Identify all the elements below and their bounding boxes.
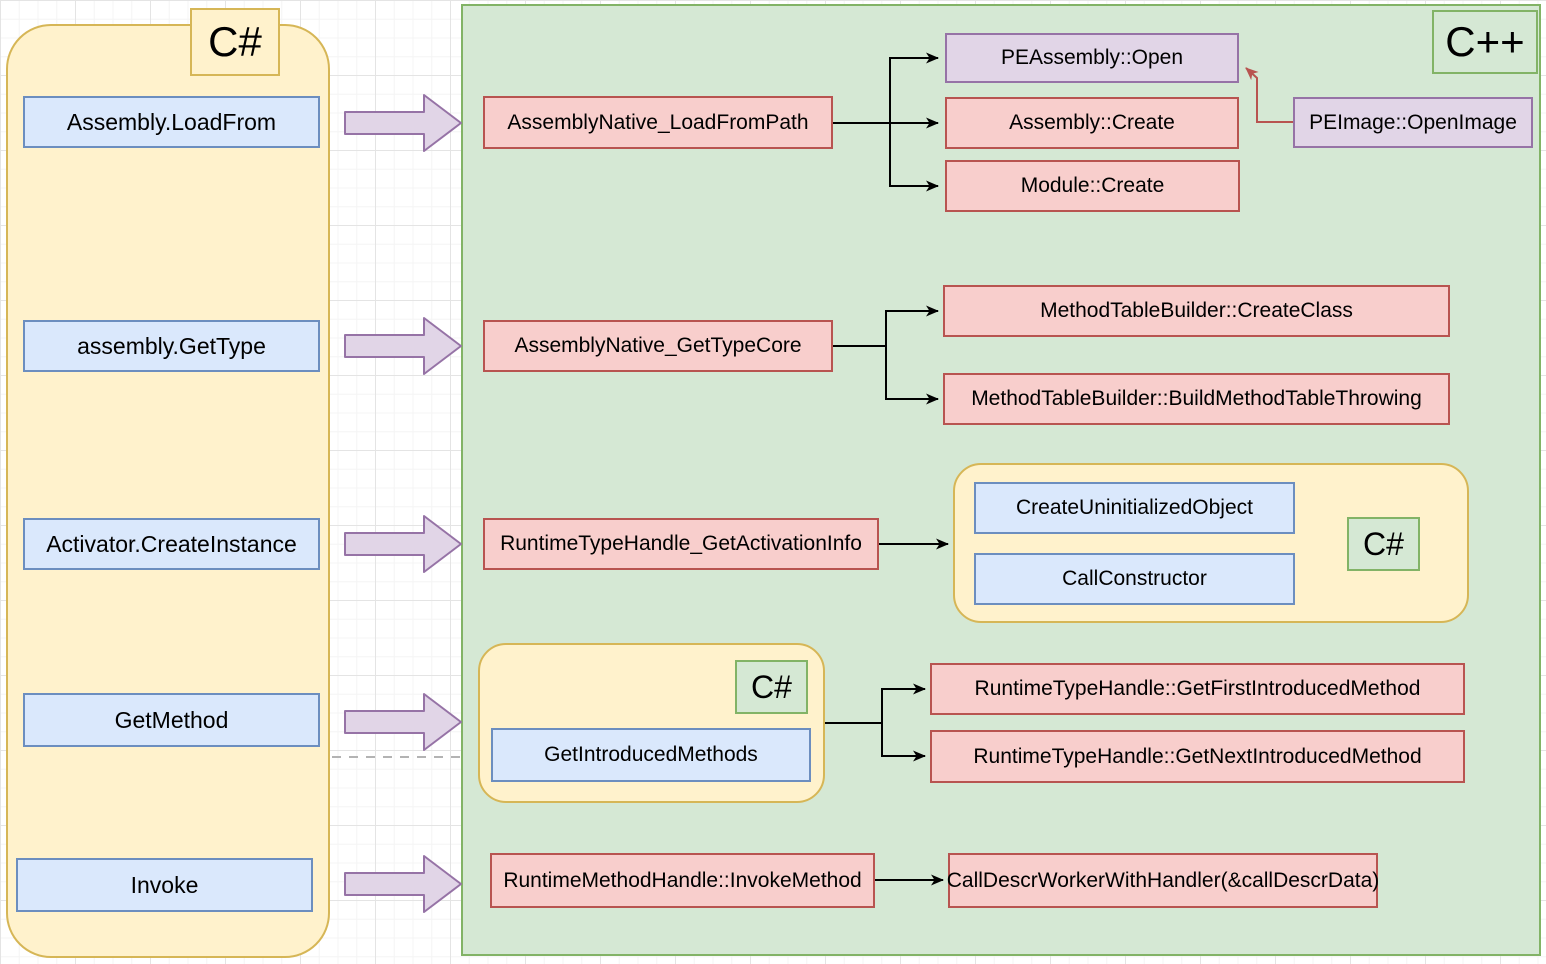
- csharp-panel-title: C#: [190, 8, 280, 76]
- node-runtimemethodhandle-invokemethod: RuntimeMethodHandle::InvokeMethod: [490, 853, 875, 908]
- cpp-panel-title: C++: [1432, 10, 1538, 74]
- csharp-panel: [6, 24, 330, 958]
- node-getmethod: GetMethod: [23, 693, 320, 747]
- node-callconstructor: CallConstructor: [974, 553, 1295, 605]
- node-createuninitializedobject: CreateUninitializedObject: [974, 482, 1295, 534]
- node-methodtablebuilder-createclass: MethodTableBuilder::CreateClass: [943, 285, 1450, 337]
- node-runtimetypehandle-getactivationinfo: RuntimeTypeHandle_GetActivationInfo: [483, 518, 879, 570]
- node-assemblynative-gettypecore: AssemblyNative_GetTypeCore: [483, 320, 833, 372]
- mapping-arrow-createinstance: [344, 515, 462, 573]
- node-invoke: Invoke: [16, 858, 313, 912]
- getmethod-subpanel-title: C#: [735, 660, 808, 714]
- node-peassembly-open: PEAssembly::Open: [945, 33, 1239, 83]
- activator-subpanel-title: C#: [1347, 517, 1420, 571]
- node-assembly-create: Assembly::Create: [945, 97, 1239, 149]
- node-module-create: Module::Create: [945, 160, 1240, 212]
- node-peimage-openimage: PEImage::OpenImage: [1293, 97, 1533, 148]
- node-activator-createinstance: Activator.CreateInstance: [23, 518, 320, 570]
- node-runtimetypehandle-getfirstintroducedmethod: RuntimeTypeHandle::GetFirstIntroducedMet…: [930, 663, 1465, 715]
- mapping-arrow-getmethod: [344, 693, 462, 751]
- node-assemblynative-loadfrompath: AssemblyNative_LoadFromPath: [483, 96, 833, 149]
- node-assembly-gettype: assembly.GetType: [23, 320, 320, 372]
- mapping-arrow-gettype: [344, 317, 462, 375]
- node-assembly-loadfrom: Assembly.LoadFrom: [23, 96, 320, 148]
- mapping-arrow-loadfrom: [344, 94, 462, 152]
- node-methodtablebuilder-buildmethodtablethrowing: MethodTableBuilder::BuildMethodTableThro…: [943, 373, 1450, 425]
- node-getintroducedmethods: GetIntroducedMethods: [491, 728, 811, 782]
- mapping-arrow-invoke: [344, 855, 462, 913]
- node-runtimetypehandle-getnextintroducedmethod: RuntimeTypeHandle::GetNextIntroducedMeth…: [930, 730, 1465, 783]
- node-calldescrworkerwithhandler: CallDescrWorkerWithHandler(&callDescrDat…: [947, 853, 1379, 908]
